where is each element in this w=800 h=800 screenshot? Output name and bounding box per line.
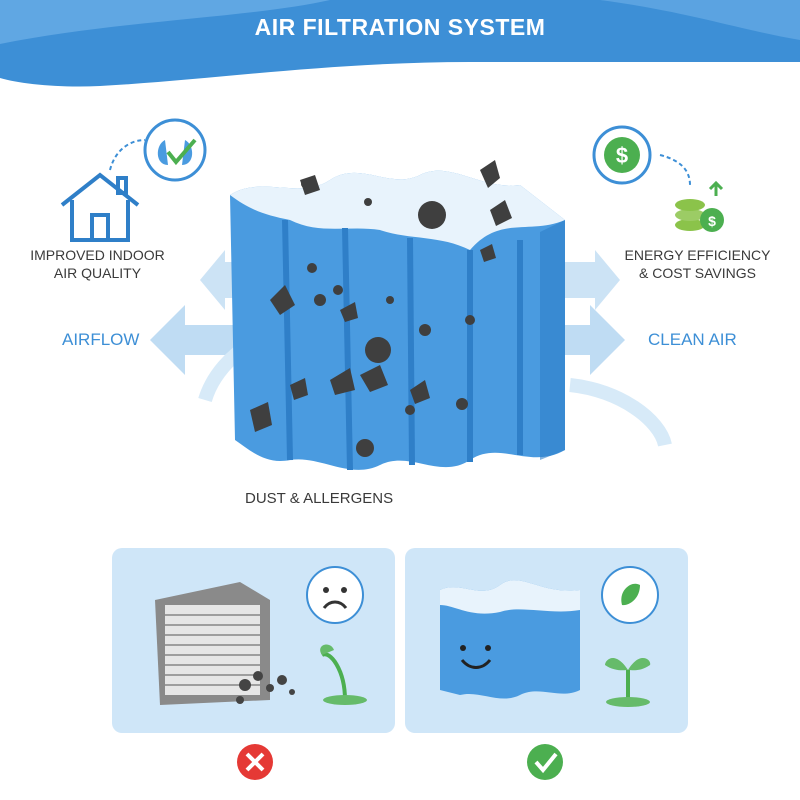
energy-label-line2: & COST SAVINGS xyxy=(639,265,756,281)
header-banner xyxy=(0,0,800,87)
leaf-icon xyxy=(601,566,659,624)
indoor-air-label-line1: IMPROVED INDOOR xyxy=(30,247,165,263)
indoor-air-label: IMPROVED INDOOR AIR QUALITY xyxy=(25,246,170,282)
healthy-plant-icon xyxy=(605,658,651,707)
happy-filter-icon xyxy=(440,580,580,699)
check-icon xyxy=(527,744,563,780)
svg-text:$: $ xyxy=(708,213,716,229)
lungs-check-icon xyxy=(143,118,207,182)
wilted-plant-icon xyxy=(320,644,367,705)
pleated-filter xyxy=(230,170,565,471)
dust-particles xyxy=(250,160,512,457)
dirty-filter-icon xyxy=(155,582,295,705)
energy-label: ENERGY EFFICIENCY & COST SAVINGS xyxy=(615,246,780,282)
house-icon xyxy=(60,172,140,242)
airflow-label: AIRFLOW xyxy=(62,330,140,349)
indoor-air-label-line2: AIR QUALITY xyxy=(53,265,142,281)
dollar-coins-icon: $ $ xyxy=(592,125,724,232)
energy-label-line1: ENERGY EFFICIENCY xyxy=(624,247,771,263)
dust-label: DUST & ALLERGENS xyxy=(245,490,394,507)
x-icon xyxy=(237,744,273,780)
sad-face-icon xyxy=(306,566,364,624)
page-title: AIR FILTRATION SYSTEM xyxy=(254,14,546,40)
svg-text:$: $ xyxy=(616,143,628,168)
clean-air-label: CLEAN AIR xyxy=(648,330,737,349)
swoosh-right xyxy=(569,378,672,448)
